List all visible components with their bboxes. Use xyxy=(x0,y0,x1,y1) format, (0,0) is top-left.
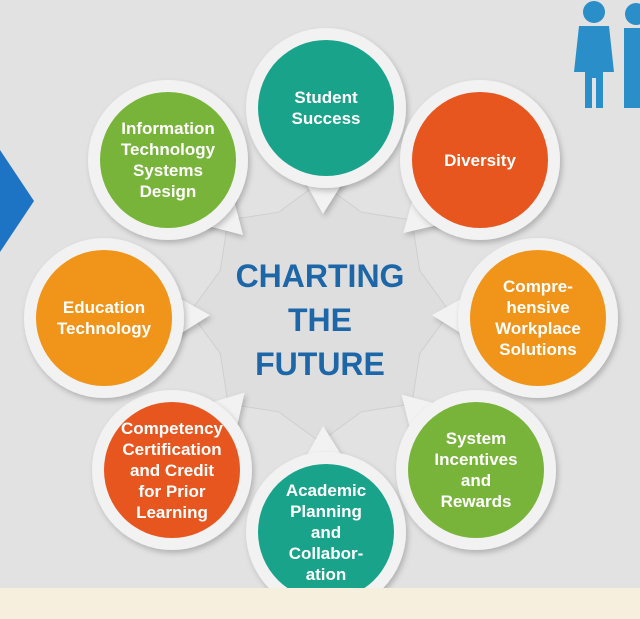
node-8 xyxy=(88,80,248,240)
node-disc xyxy=(36,250,172,386)
node-ring xyxy=(24,28,618,612)
node-2 xyxy=(400,80,560,240)
node-6 xyxy=(92,390,252,550)
center-title-line-3: FUTURE xyxy=(255,346,385,382)
node-4 xyxy=(396,390,556,550)
node-disc xyxy=(470,250,606,386)
center-title-line-2: THE xyxy=(288,302,352,338)
center-title-line-1: CHARTING xyxy=(235,258,405,294)
node-disc xyxy=(100,92,236,228)
people-icon xyxy=(574,1,640,108)
node-5 xyxy=(246,426,406,612)
node-7 xyxy=(24,238,210,398)
node-1 xyxy=(246,28,406,214)
node-3 xyxy=(432,238,618,398)
node-disc xyxy=(412,92,548,228)
right-arrow-icon xyxy=(0,150,34,252)
node-disc xyxy=(104,402,240,538)
node-disc xyxy=(258,464,394,600)
node-disc xyxy=(408,402,544,538)
center-title: CHARTING THE FUTURE xyxy=(215,254,425,386)
bottom-band xyxy=(0,588,640,619)
node-disc xyxy=(258,40,394,176)
